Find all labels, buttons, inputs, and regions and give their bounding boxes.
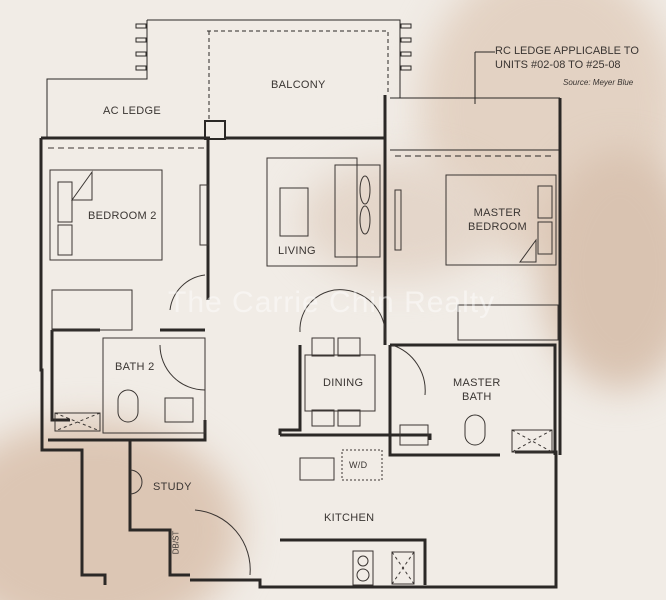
label-master-bedroom-line2: BEDROOM xyxy=(468,221,527,233)
source-caption: Source: Meyer Blue xyxy=(563,78,634,87)
label-study: STUDY xyxy=(153,481,192,493)
rc-ledge-note: RC LEDGE APPLICABLE TO UNITS #02-08 TO #… xyxy=(495,44,639,72)
label-master-bedroom-line1: MASTER xyxy=(473,207,522,219)
label-master-bedroom: MASTER BEDROOM xyxy=(468,206,527,234)
label-balcony: BALCONY xyxy=(271,79,326,91)
label-db-st: DB/ST xyxy=(171,530,181,555)
label-master-bath-line1: MASTER xyxy=(453,377,501,389)
label-master-bath-line2: BATH xyxy=(461,391,492,403)
label-bedroom-2: BEDROOM 2 xyxy=(88,210,157,222)
label-master-bath: MASTER BATH xyxy=(453,376,501,404)
label-bath-2: BATH 2 xyxy=(115,361,155,373)
note-line-2: UNITS #02-08 TO #25-08 xyxy=(495,59,621,71)
label-dining: DINING xyxy=(323,377,364,389)
watermark: The Carrie Chin Realty xyxy=(168,286,496,319)
label-washer-dryer: W/D xyxy=(349,460,368,470)
label-ac-ledge: AC LEDGE xyxy=(103,105,162,117)
note-line-1: RC LEDGE APPLICABLE TO xyxy=(495,45,639,57)
label-kitchen: KITCHEN xyxy=(324,512,375,524)
label-living: LIVING xyxy=(278,245,316,257)
